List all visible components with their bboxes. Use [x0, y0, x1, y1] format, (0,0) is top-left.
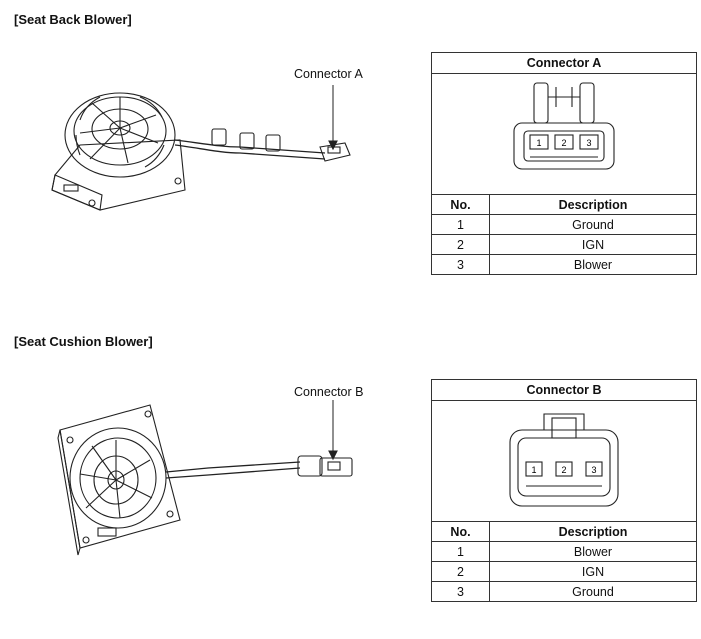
pin-description: Blower: [489, 254, 697, 275]
connector-a-table-header: Connector A: [431, 52, 697, 74]
pin-description: IGN: [489, 234, 697, 255]
connector-a-col-description: Description: [489, 194, 697, 215]
connector-b-col-no: No.: [431, 521, 490, 542]
pin-number: 3: [431, 581, 490, 602]
table-row: 3 Ground: [431, 581, 697, 602]
connector-a-face-diagram: 1 2 3: [513, 81, 615, 170]
table-row: 2 IGN: [431, 234, 697, 255]
section-title-seat-back-blower: [Seat Back Blower]: [14, 12, 132, 27]
connector-b-pin-2-label: 2: [561, 465, 566, 475]
pin-description: IGN: [489, 561, 697, 582]
section-title-seat-cushion-blower: [Seat Cushion Blower]: [14, 334, 153, 349]
connector-a-pin-3-label: 3: [586, 138, 591, 148]
connector-b-picture-cell: 1 2 3: [431, 400, 697, 522]
connector-b-table-header: Connector B: [431, 379, 697, 401]
pin-number: 1: [431, 214, 490, 235]
connector-b-callout: Connector B: [294, 385, 364, 399]
connector-a-col-no: No.: [431, 194, 490, 215]
table-row: 2 IGN: [431, 561, 697, 582]
pin-description: Ground: [489, 214, 697, 235]
seat-back-blower-drawing: [51, 85, 351, 211]
connector-a-picture-cell: 1 2 3: [431, 73, 697, 195]
connector-a-pin-2-label: 2: [561, 138, 566, 148]
connector-a-callout: Connector A: [294, 67, 363, 81]
connector-a-pin-1-label: 1: [536, 138, 541, 148]
table-row: 3 Blower: [431, 254, 697, 275]
connector-b-col-description: Description: [489, 521, 697, 542]
pin-description: Blower: [489, 541, 697, 562]
connector-b-pin-table: Connector B 1 2 3 No. Description 1 Blow…: [431, 379, 697, 602]
pin-number: 2: [431, 234, 490, 255]
seat-cushion-blower-drawing: [57, 400, 353, 556]
pin-number: 2: [431, 561, 490, 582]
connector-b-pin-1-label: 1: [531, 465, 536, 475]
table-row: 1 Blower: [431, 541, 697, 562]
table-row: 1 Ground: [431, 214, 697, 235]
pin-number: 1: [431, 541, 490, 562]
pin-number: 3: [431, 254, 490, 275]
pin-description: Ground: [489, 581, 697, 602]
connector-b-pin-3-label: 3: [591, 465, 596, 475]
connector-a-pin-table: Connector A 1 2 3 No. Description 1 G: [431, 52, 697, 275]
connector-b-face-diagram: 1 2 3: [509, 412, 619, 507]
